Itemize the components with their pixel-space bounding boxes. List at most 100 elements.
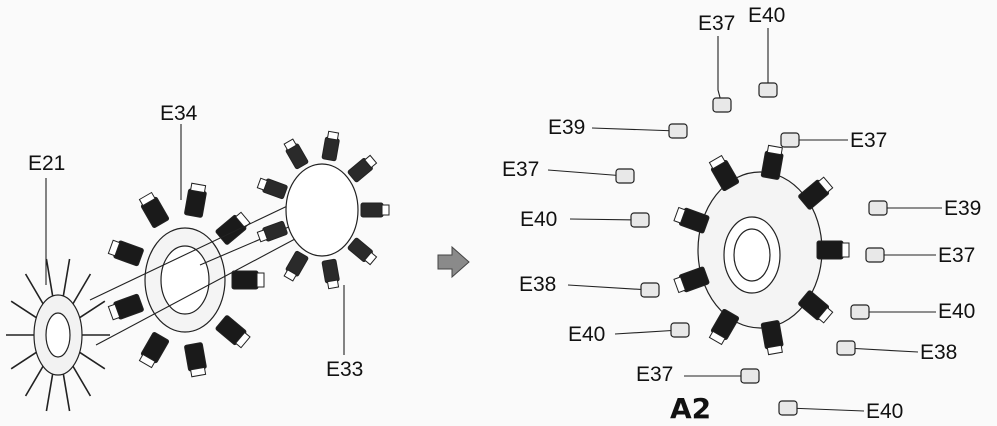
callout-leader [787, 407, 865, 412]
cylinder-head [256, 272, 265, 288]
left-assembly: E21 E34 E33 [6, 102, 390, 412]
callout-label: E38 [519, 273, 556, 296]
callout-leader [567, 284, 651, 291]
step-label: A2 [670, 392, 711, 425]
callout: E40 [748, 4, 785, 98]
cylinder-head-head [326, 279, 340, 290]
callout-label: E39 [548, 116, 585, 139]
callout-label: E40 [938, 300, 975, 323]
callout-leader [547, 169, 626, 177]
small-part-icon [615, 168, 635, 184]
cylinder-ring-part [256, 130, 390, 290]
callout: E39 [868, 197, 981, 220]
cylinder-head-head [283, 138, 298, 151]
cylinder [816, 240, 844, 260]
cylinder-head-head [256, 177, 268, 191]
cylinder-head [841, 242, 850, 258]
callout: E40 [520, 208, 650, 231]
engine-core [673, 144, 850, 356]
pushrod-spoke [72, 273, 92, 305]
cylinder-head [673, 206, 686, 224]
pushrod-spoke [62, 373, 71, 412]
small-part-icon [630, 212, 650, 228]
callout-label: E40 [520, 208, 557, 231]
small-part-icon [865, 247, 885, 263]
callout: E40 [850, 300, 975, 323]
callout-label: E37 [938, 244, 975, 267]
small-part-icon [670, 322, 690, 338]
pushrod-spoke [79, 300, 106, 319]
callout: E37 [780, 129, 887, 152]
callout: E37 [865, 244, 975, 267]
callout-label: E39 [944, 197, 981, 220]
callout: E38 [836, 340, 957, 364]
callout-label: E38 [920, 341, 957, 364]
pushrod-spoke [45, 258, 54, 297]
small-part-icon [668, 123, 688, 139]
callout-leader [717, 36, 723, 106]
cylinder [760, 150, 784, 180]
callout-leader [614, 329, 681, 335]
small-part-icon [758, 82, 778, 98]
cylinder-head [107, 303, 121, 321]
cylinder-head [766, 344, 783, 356]
callout: E37 [698, 12, 735, 113]
cylinder [184, 342, 207, 372]
cylinder-head-head [283, 269, 298, 282]
callout-label: E37 [502, 158, 539, 181]
callout: E38 [519, 273, 660, 298]
pushrod-spoke [24, 365, 44, 397]
small-part-icon [712, 97, 732, 113]
small-part-icon [740, 368, 760, 384]
cylinder-head [708, 154, 726, 170]
label-e21: E21 [28, 152, 65, 175]
cylinder-head [817, 176, 834, 194]
cylinder-head [234, 331, 251, 349]
small-part-icon [850, 304, 870, 320]
cylinder [760, 320, 784, 350]
cylinder-head [321, 258, 340, 284]
label-e33: E33 [326, 358, 363, 381]
cylinder-head [138, 353, 156, 369]
cylinder-head [190, 182, 207, 194]
callout: E39 [548, 116, 688, 139]
cylinder [184, 188, 207, 218]
pushrod-spoke [72, 365, 92, 397]
callout-leader [845, 347, 919, 353]
callout-label: E37 [850, 129, 887, 152]
pushrod-spoke [10, 300, 37, 319]
callout: E40 [778, 400, 903, 423]
pushrod-spoke [10, 351, 37, 370]
callout-label: E37 [636, 363, 673, 386]
label-e34: E34 [160, 102, 198, 125]
crankcase-part [107, 182, 265, 378]
cylinder-head [766, 144, 783, 156]
callout: E37 [502, 158, 635, 184]
cylinder-head [107, 239, 121, 257]
cylinder-head-head [364, 251, 378, 266]
cylinder-head [190, 366, 207, 378]
callout-label: E40 [866, 400, 903, 423]
cylinder-head-head [256, 229, 268, 243]
small-part-icon [778, 400, 798, 416]
pushrod-ring-part [6, 258, 110, 412]
pushrod-spoke [79, 351, 106, 370]
right-arrow-icon [437, 245, 470, 279]
cylinder-head [673, 276, 686, 294]
pushrod-spoke [45, 373, 54, 412]
cylinder-head-head [364, 154, 378, 169]
small-part-icon [780, 132, 800, 148]
pushrod-spoke [24, 273, 44, 305]
small-part-icon [836, 340, 856, 356]
cylinder [231, 270, 259, 290]
cylinder-head-head [381, 204, 390, 216]
cylinder-head [138, 191, 156, 207]
cylinder-head [817, 306, 834, 324]
small-part-icon [640, 282, 660, 298]
small-part-icon [868, 200, 888, 216]
cylinder-head [321, 136, 340, 162]
pushrod-spoke [62, 258, 71, 297]
cylinder-head [708, 330, 726, 346]
